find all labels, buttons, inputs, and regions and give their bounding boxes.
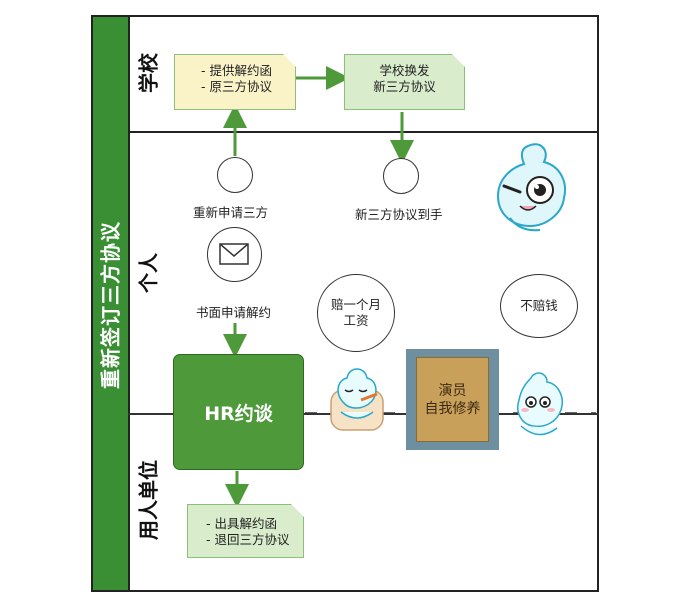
- doc-reissue-line1: 学校换发: [379, 63, 430, 78]
- book-title-line1: 演员: [438, 382, 467, 399]
- pay-month-line2: 工资: [343, 313, 369, 328]
- sleeping-mascot: [330, 368, 384, 431]
- doc-employer-termination: - 出具解约函 - 退回三方协议: [187, 503, 305, 558]
- lane-label-column-divider: [128, 15, 130, 592]
- event-received-label: 新三方协议到手: [355, 207, 443, 222]
- book-title-line2: 自我修养: [424, 400, 481, 417]
- employer-doc-line2: - 退回三方协议: [206, 532, 290, 547]
- book-cover-inner: 演员 自我修养: [416, 357, 489, 442]
- title-bar: [91, 15, 128, 592]
- outcome-pay-month-bubble: 赔一个月 工资: [317, 274, 395, 352]
- event-received-circle: [383, 158, 419, 194]
- crying-mascot: [496, 143, 566, 232]
- doc-provide-letter: - 提供解约函 - 原三方协议: [174, 53, 297, 110]
- actor-book-cover: 演员 自我修养: [406, 349, 499, 450]
- diagram-frame: [91, 15, 599, 592]
- event-reapply-label: 重新申请三方: [193, 205, 269, 220]
- envelope-icon: [219, 243, 249, 265]
- doc-school-reissue: 学校换发 新三方协议: [344, 53, 466, 110]
- envelope-circle: [207, 227, 262, 282]
- outcome-no-pay-bubble: 不赔钱: [500, 274, 578, 338]
- hr-interview-box: HR约谈: [173, 354, 304, 470]
- shy-mascot: [517, 372, 563, 436]
- event-written-request-label: 书面申请解约: [196, 305, 272, 320]
- event-reapply-circle: [217, 157, 253, 193]
- employer-doc-line1: - 出具解约函: [206, 516, 277, 531]
- lane-divider-school: [128, 131, 599, 133]
- doc-provide-line1: - 提供解约函: [201, 63, 272, 78]
- doc-provide-line2: - 原三方协议: [201, 79, 272, 94]
- pay-month-line1: 赔一个月: [330, 297, 381, 312]
- doc-reissue-line2: 新三方协议: [373, 79, 436, 94]
